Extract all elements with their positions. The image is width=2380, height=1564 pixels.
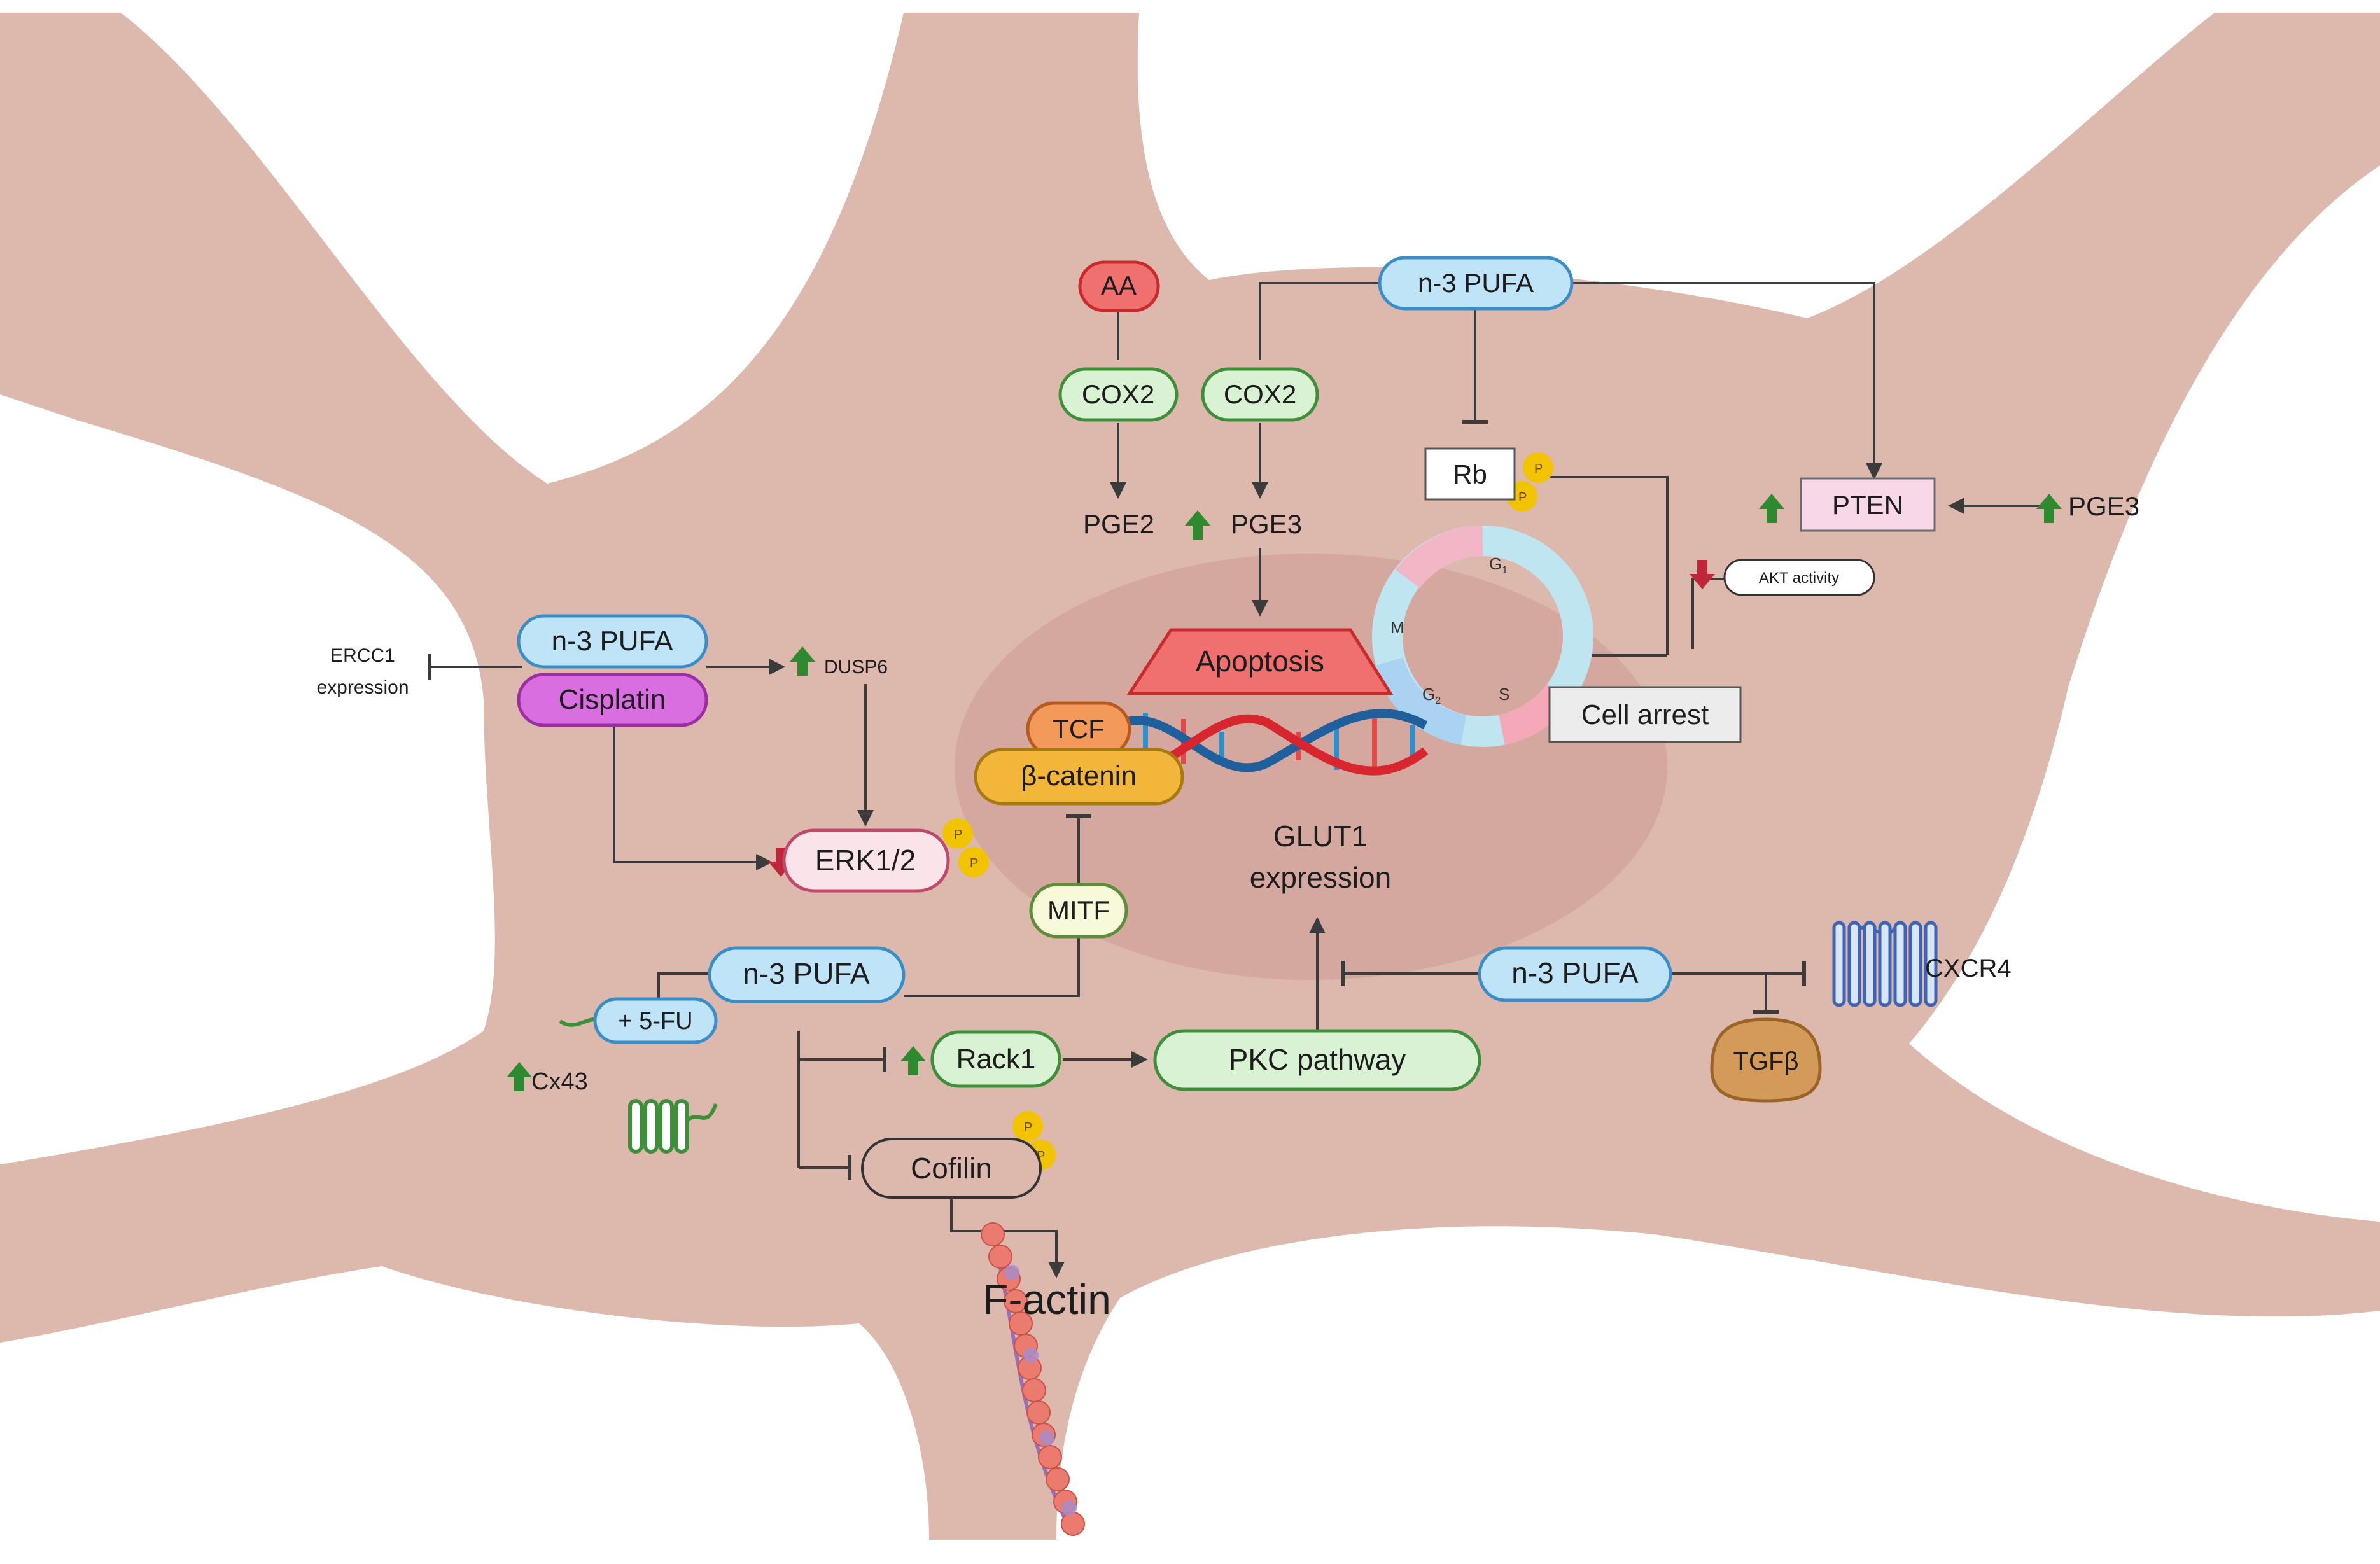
down-arrow-erk: [768, 848, 794, 877]
node-rack1: Rack1: [930, 1030, 1061, 1088]
svg-text:n-3 PUFA: n-3 PUFA: [743, 957, 870, 990]
up-arrow-cx43: [507, 1062, 532, 1091]
svg-text:Rack1: Rack1: [956, 1044, 1036, 1075]
label-cx43: Cx43: [531, 1068, 588, 1095]
svg-text:AKT activity: AKT activity: [1759, 569, 1839, 587]
node-apoptosis: Apoptosis: [1126, 628, 1394, 695]
svg-text:β-catenin: β-catenin: [1021, 760, 1137, 792]
cx43-channel-icon: [559, 1017, 718, 1154]
node-pten: PTEN: [1800, 477, 1936, 532]
up-arrow-pten: [1759, 494, 1784, 523]
svg-text:AA: AA: [1101, 270, 1137, 300]
svg-text:TGFβ: TGFβ: [1733, 1047, 1799, 1075]
node-aa: AA: [1078, 260, 1160, 312]
label-ercc1: ERCC1: [330, 645, 395, 666]
svg-text:P: P: [954, 828, 962, 842]
svg-text:Apoptosis: Apoptosis: [1196, 645, 1324, 678]
node-cox2-right: COX2: [1201, 367, 1319, 422]
node-n3-pufa-top: n-3 PUFA: [1378, 256, 1574, 311]
label-pge3-mid: PGE3: [1231, 509, 1302, 539]
svg-text:P: P: [970, 856, 978, 870]
node-cofilin: Cofilin: [861, 1138, 1042, 1199]
node-pkc-pathway: PKC pathway: [1153, 1029, 1481, 1091]
svg-text:Cisplatin: Cisplatin: [559, 684, 666, 715]
node-cox2-left: COX2: [1058, 367, 1179, 422]
node-tgfb: TGFβ: [1710, 1017, 1822, 1103]
node-tcf: TCF: [1026, 701, 1131, 757]
up-arrow-dusp6: [790, 646, 815, 676]
svg-text:COX2: COX2: [1224, 379, 1296, 409]
label-pge3-right: PGE3: [2068, 491, 2139, 521]
up-arrow-pge3-mid: [1185, 510, 1210, 540]
up-arrow-icons: [507, 494, 2062, 1091]
svg-text:PTEN: PTEN: [1832, 490, 1903, 520]
phase-s-label: S: [1499, 685, 1509, 704]
node-erk: ERK1/2: [782, 828, 950, 893]
svg-text:Cell arrest: Cell arrest: [1581, 699, 1709, 730]
node-beta-catenin: β-catenin: [974, 748, 1184, 806]
svg-text:n-3 PUFA: n-3 PUFA: [1418, 268, 1534, 298]
label-f-actin: F-actin: [983, 1276, 1111, 1323]
label-cxcr4: CXCR4: [1925, 954, 2012, 982]
label-glut1: GLUT1: [1273, 820, 1368, 853]
svg-text:PKC pathway: PKC pathway: [1229, 1043, 1406, 1076]
node-rb: Rb: [1424, 447, 1516, 501]
down-arrow-akt: [1690, 560, 1715, 589]
erk-phospho: P P: [942, 818, 989, 877]
node-akt-activity: AKT activity: [1723, 559, 1875, 596]
phase-g1-label: G1: [1489, 554, 1508, 576]
phospho-p1: [1523, 452, 1553, 483]
svg-text:P: P: [1534, 462, 1543, 476]
svg-text:+ 5-FU: + 5-FU: [618, 1008, 692, 1035]
cxcr4-receptor-icon: [1832, 921, 1938, 1007]
phase-m-label: M: [1390, 618, 1404, 637]
up-arrow-pge3-right: [2036, 494, 2062, 523]
f-actin-filament: [981, 1222, 1085, 1536]
svg-text:Cofilin: Cofilin: [911, 1152, 992, 1185]
node-5fu: + 5-FU: [593, 997, 718, 1044]
label-pge2: PGE2: [1083, 509, 1154, 539]
node-n3-pufa-left: n-3 PUFA: [517, 614, 708, 669]
svg-text:Rb: Rb: [1453, 459, 1487, 489]
svg-text:COX2: COX2: [1082, 379, 1154, 409]
nucleus: [955, 554, 1667, 980]
svg-text:P: P: [1024, 1121, 1032, 1135]
node-cisplatin: Cisplatin: [517, 673, 708, 727]
label-ercc1-expression: expression: [316, 677, 409, 698]
label-dusp6: DUSP6: [824, 657, 888, 678]
svg-text:TCF: TCF: [1053, 714, 1105, 744]
node-n3-pufa-bottom: n-3 PUFA: [708, 946, 906, 1003]
node-mitf: MITF: [1029, 883, 1128, 939]
svg-text:ERK1/2: ERK1/2: [815, 844, 916, 877]
phase-g2-label: G2: [1422, 685, 1441, 706]
svg-text:n-3 PUFA: n-3 PUFA: [552, 625, 673, 657]
up-arrow-rack1: [900, 1046, 926, 1075]
svg-text:MITF: MITF: [1047, 895, 1110, 925]
svg-text:P: P: [1518, 491, 1527, 505]
down-arrow-icons: [768, 560, 1715, 877]
pathway-connectors: [428, 282, 2043, 1278]
label-glut1-expression: expression: [1250, 861, 1391, 894]
node-n3-pufa-right: n-3 PUFA: [1478, 946, 1672, 1002]
node-cell-arrest: Cell arrest: [1548, 686, 1742, 743]
svg-text:n-3 PUFA: n-3 PUFA: [1511, 956, 1639, 989]
